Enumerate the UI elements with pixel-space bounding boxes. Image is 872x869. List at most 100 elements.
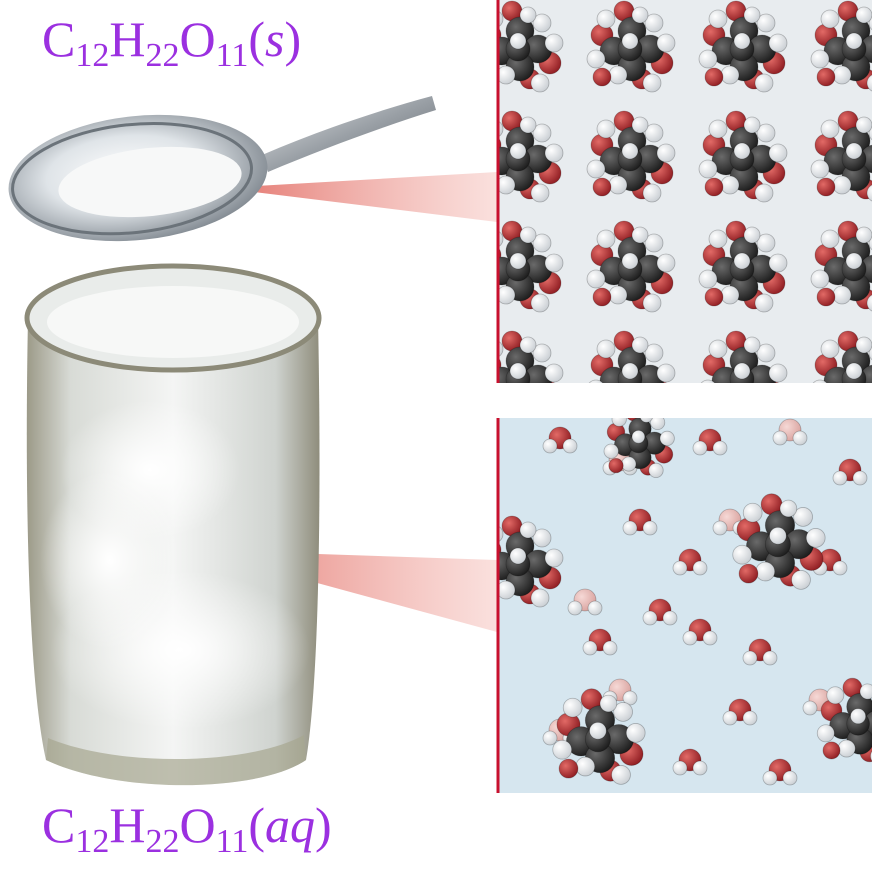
atom [743,6,761,24]
atom [562,438,578,454]
atom [644,123,664,143]
atom [722,710,738,726]
atom [845,32,863,50]
atom [700,379,716,383]
atom [855,6,872,24]
atom [530,588,550,608]
atom [642,183,662,203]
atom [832,560,848,576]
atom [832,175,852,195]
aqueous-sucrose-panel [496,418,872,793]
atom [497,580,516,600]
atom [586,159,606,179]
atom [642,610,658,626]
atom [810,269,830,289]
atom [608,65,628,85]
atom [756,343,776,363]
atom [817,398,835,416]
atom [481,398,499,416]
atom [644,13,664,33]
atom [656,363,676,383]
atom [532,123,552,143]
atom [708,119,728,139]
atom [712,440,728,456]
atom [820,339,840,359]
atom [644,233,664,253]
atom [497,70,500,84]
atom [772,430,788,446]
atom [720,175,740,195]
atom [754,73,774,93]
atom [708,229,728,249]
atom [602,640,618,656]
atom [631,6,649,24]
atom [656,33,676,53]
atom [755,561,776,582]
atom [608,285,628,305]
atom [845,362,863,380]
atom [698,159,718,179]
atom [544,381,556,383]
atom [845,142,863,160]
atom [866,294,872,312]
atom [567,600,583,616]
atom [603,443,619,459]
atom [832,470,848,486]
atom [609,396,627,414]
atom [792,430,808,446]
atom [575,756,596,777]
atom [732,544,753,565]
atom [497,290,500,304]
atom [475,270,493,288]
atom [586,49,606,69]
atom [589,721,607,740]
atom [708,9,728,29]
atom [621,32,639,50]
atom [859,683,872,700]
atom [631,226,649,244]
atom [816,177,836,197]
atom [596,229,616,249]
atom [642,73,662,93]
atom [782,770,798,786]
atom [743,336,761,354]
atom [768,253,788,273]
atom [704,67,724,87]
atom [530,183,550,203]
atom [805,528,826,548]
atom [544,548,564,568]
atom [544,363,564,383]
atom [596,9,616,29]
atom [532,343,552,363]
atom [768,381,780,383]
atom [738,563,759,584]
atom [622,690,638,706]
atom [791,570,811,590]
atom [754,293,774,313]
atom [497,10,504,28]
atom [497,340,504,358]
atom [497,65,516,85]
atom [621,142,639,160]
atom [768,33,788,53]
atom [519,521,537,539]
atom [810,159,830,179]
atom [720,65,740,85]
atom [742,710,758,726]
atom [544,143,564,163]
atom [656,143,676,163]
atom [599,694,618,713]
atom [519,116,537,134]
atom [544,253,564,273]
atom [793,507,813,527]
atom [833,396,851,414]
atom [832,65,852,85]
atom [542,438,558,454]
atom [856,399,872,419]
atom [608,175,628,195]
atom [509,32,527,50]
atom [611,765,631,785]
atom [768,143,788,163]
atom [542,730,558,746]
atom [621,362,639,380]
